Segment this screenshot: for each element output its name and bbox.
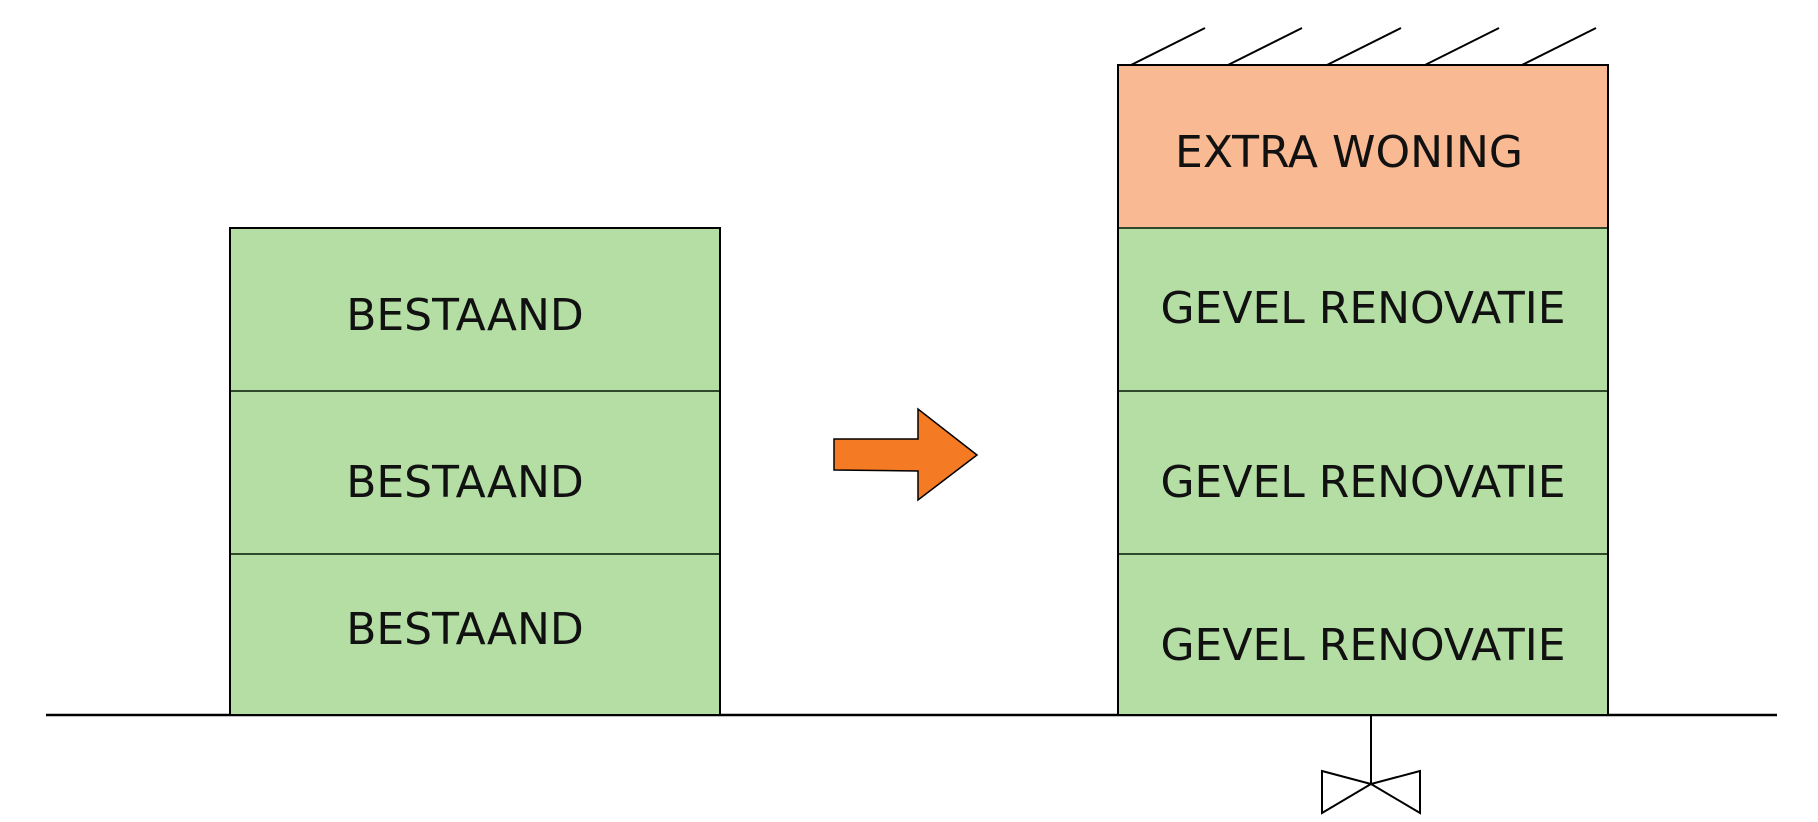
after-floor-label-1: EXTRA WONING	[1175, 127, 1523, 178]
after-floor-renovation-3	[1117, 553, 1609, 716]
before-building-outline	[229, 227, 721, 716]
hatching-icon	[1130, 27, 1597, 66]
after-floor-label-3: GEVEL RENOVATIE	[1160, 457, 1565, 508]
after-floor-label-2: GEVEL RENOVATIE	[1160, 283, 1565, 334]
after-building-outline	[1117, 64, 1609, 716]
before-floor-middle	[229, 390, 721, 555]
after-floor-renovation-2	[1117, 390, 1609, 555]
after-floor-extra	[1117, 64, 1609, 229]
after-building: EXTRA WONING GEVEL RENOVATIE GEVEL RENOV…	[1117, 64, 1609, 716]
before-floor-label-2: BESTAAND	[346, 457, 584, 508]
before-floor-label-3: BESTAAND	[346, 604, 584, 655]
after-floor-label-4: GEVEL RENOVATIE	[1160, 620, 1565, 671]
before-floor-label-1: BESTAAND	[346, 290, 584, 341]
before-building: BESTAAND BESTAAND BESTAAND	[229, 227, 721, 716]
arrow-right-icon	[833, 407, 979, 502]
valve-icon	[1321, 715, 1421, 815]
